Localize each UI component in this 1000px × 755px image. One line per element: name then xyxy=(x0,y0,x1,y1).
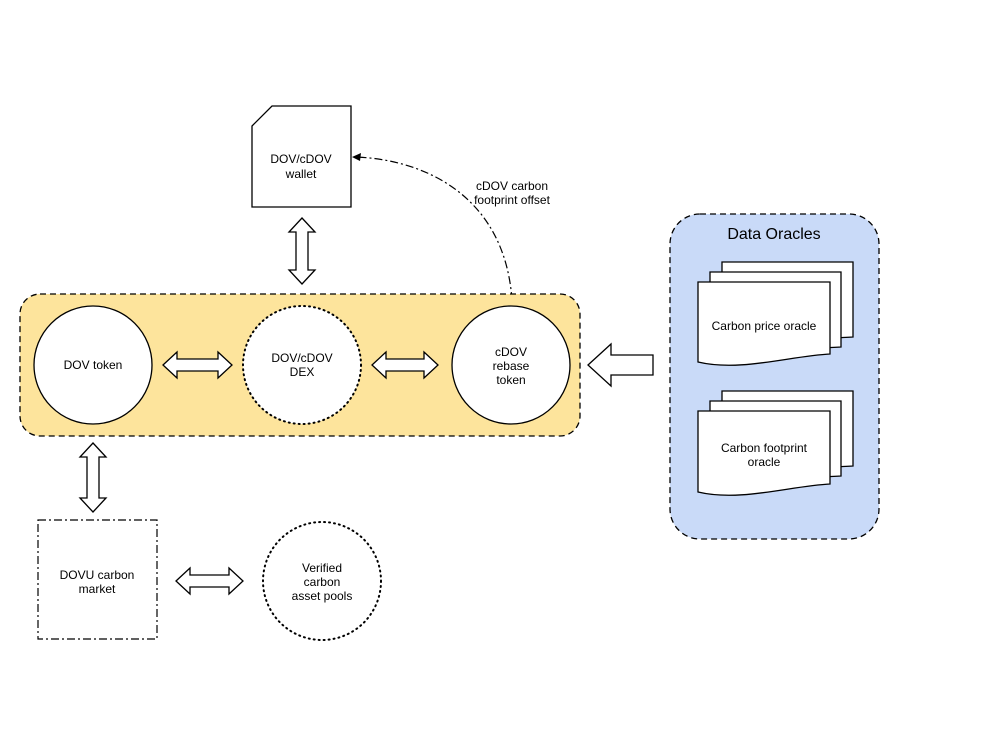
rebase-label-line2: rebase xyxy=(493,359,530,373)
carbon-price-oracle-label: Carbon price oracle xyxy=(712,319,817,333)
rebase-label-line1: cDOV xyxy=(495,345,527,359)
rebase-label-line3: token xyxy=(496,373,525,387)
token-market-double-arrow xyxy=(78,442,108,513)
dov-token-label: DOV token xyxy=(64,358,123,372)
pools-label-line3: asset pools xyxy=(292,589,353,603)
pools-label-line2: carbon xyxy=(304,575,341,589)
market-label-line1: DOVU carbon xyxy=(60,568,135,582)
oracles-to-rebase-arrow xyxy=(587,342,654,388)
dovu-carbon-market-node[interactable]: DOVU carbon market xyxy=(37,519,158,640)
wallet-group-double-arrow xyxy=(287,217,317,285)
carbon-footprint-oracle-label-line2: oracle xyxy=(748,455,781,469)
carbon-price-oracle-node[interactable]: Carbon price oracle xyxy=(697,261,854,366)
wallet-node[interactable]: DOV/cDOV wallet xyxy=(251,105,352,208)
dov-token-node[interactable]: DOV token xyxy=(33,305,153,425)
dex-label-line1: DOV/cDOV xyxy=(271,351,332,365)
market-label-line2: market xyxy=(79,582,116,596)
verified-asset-pools-node[interactable]: Verified carbon asset pools xyxy=(262,521,382,641)
offset-label-line1: cDOV carbon xyxy=(476,179,548,193)
dex-node[interactable]: DOV/cDOV DEX xyxy=(242,305,362,425)
data-oracles-title: Data Oracles xyxy=(727,226,820,243)
offset-arrow xyxy=(352,153,513,301)
carbon-footprint-oracle-label-line1: Carbon footprint xyxy=(721,441,808,455)
wallet-label-line2: wallet xyxy=(285,167,317,181)
pools-label-line1: Verified xyxy=(302,561,342,575)
carbon-footprint-oracle-node[interactable]: Carbon footprint oracle xyxy=(697,390,854,496)
token-dex-double-arrow xyxy=(162,350,233,380)
dex-label-line2: DEX xyxy=(290,365,315,379)
rebase-token-node[interactable]: cDOV rebase token xyxy=(451,305,571,425)
offset-label-line2: footprint offset xyxy=(474,193,550,207)
dex-rebase-double-arrow xyxy=(371,350,439,380)
market-pools-double-arrow xyxy=(175,566,244,596)
wallet-label-line1: DOV/cDOV xyxy=(270,152,331,166)
